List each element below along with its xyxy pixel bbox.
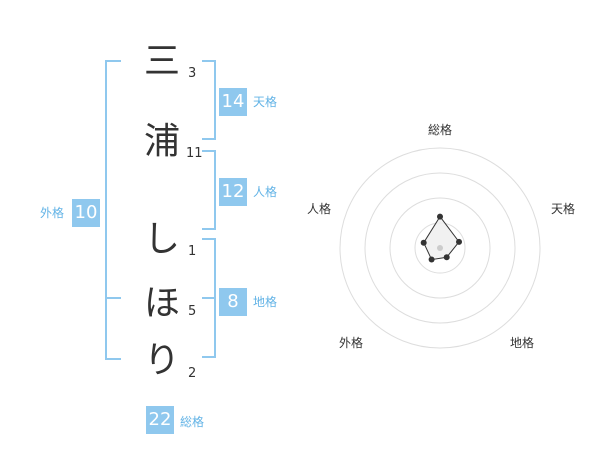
radar-axis-label-chikaku: 地格: [510, 336, 535, 350]
stroke-count-1: 3: [188, 66, 197, 81]
name-char-4: ほ: [144, 283, 181, 324]
soukaku-value-badge: 22: [146, 406, 174, 434]
soukaku-label: 総格: [180, 415, 205, 429]
tenkaku-value-badge: 14: [219, 88, 247, 116]
stroke-count-5: 2: [188, 366, 197, 381]
gaikaku-bracket-mid-tick: [105, 297, 121, 299]
jinkaku-bracket: [202, 150, 216, 230]
radar-axis-label-jinkaku: 人格: [307, 202, 332, 216]
radar-axis-label-tenkaku: 天格: [551, 202, 576, 216]
name-char-3: し: [144, 219, 181, 260]
radar-ring: [339, 147, 541, 349]
radar-point-4: [420, 239, 427, 246]
radar-ring: [389, 197, 491, 299]
stroke-count-3: 1: [188, 244, 197, 259]
tenkaku-bracket: [202, 60, 216, 140]
gaikaku-bracket: [105, 60, 121, 360]
stroke-count-4: 5: [188, 304, 197, 319]
gaikaku-label: 外格: [40, 206, 65, 220]
jinkaku-label: 人格: [253, 185, 278, 199]
radar-axis-label-gaikaku: 外格: [339, 336, 364, 350]
radar-point-3: [428, 256, 435, 263]
jinkaku-value-badge: 12: [219, 178, 247, 206]
chikaku-bracket-mid-tick: [202, 297, 216, 299]
tenkaku-label: 天格: [253, 95, 278, 109]
stroke-count-2: 11: [186, 146, 203, 161]
radar-point-1: [456, 238, 463, 245]
name-char-1: 三: [144, 41, 181, 82]
gaikaku-value-badge: 10: [72, 199, 100, 227]
chikaku-label: 地格: [253, 295, 278, 309]
radar-center-point: [437, 245, 443, 251]
radar-ring: [364, 172, 516, 324]
radar-axis-label-soukaku: 総格: [428, 123, 453, 137]
name-char-5: り: [144, 340, 181, 381]
radar-point-2: [443, 254, 450, 261]
chikaku-value-badge: 8: [219, 288, 247, 316]
radar-series-polygon: [423, 215, 460, 261]
name-char-2: 浦: [144, 121, 181, 162]
radar-point-0: [437, 213, 443, 220]
